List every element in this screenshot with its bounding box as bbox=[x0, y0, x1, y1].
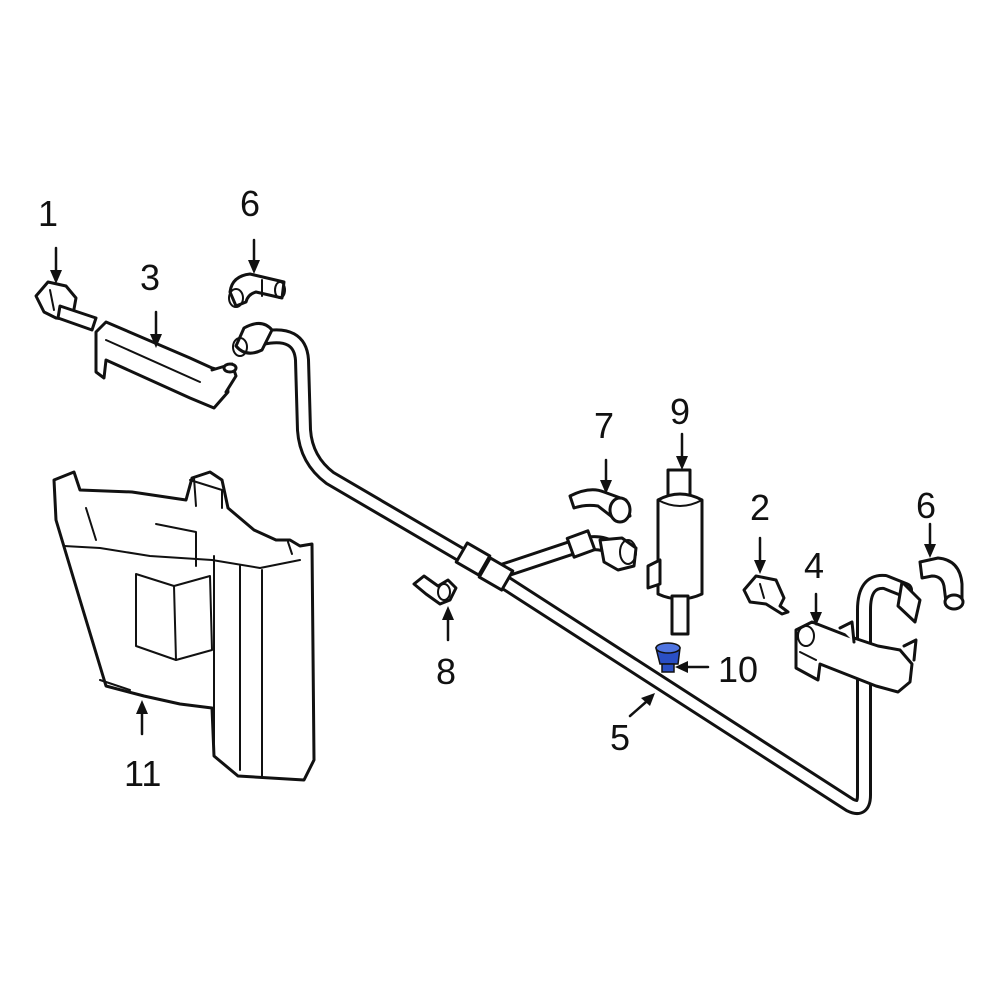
callout-8: 8 bbox=[436, 651, 457, 692]
part-6-elbow-left bbox=[228, 272, 286, 308]
callout-11: 11 bbox=[124, 753, 162, 794]
callout-4: 4 bbox=[804, 545, 825, 586]
callout-1: 1 bbox=[38, 193, 59, 234]
part-10-grommet bbox=[655, 642, 681, 673]
part-5-hose-line bbox=[232, 322, 922, 815]
callout-6-left: 6 bbox=[240, 183, 261, 224]
pump-hose-connector bbox=[598, 536, 638, 572]
callout-2: 2 bbox=[750, 487, 771, 528]
callout-3: 3 bbox=[140, 257, 161, 298]
callout-7: 7 bbox=[594, 405, 615, 446]
part-4-nozzle-right bbox=[794, 620, 918, 694]
part-9-pump bbox=[646, 468, 704, 636]
part-7-elbow bbox=[568, 488, 632, 524]
part-3-nozzle-left bbox=[94, 320, 238, 410]
callout-9: 9 bbox=[670, 391, 691, 432]
callout-10: 10 bbox=[718, 649, 759, 690]
part-8-connector bbox=[412, 574, 458, 606]
part-2-clip-right bbox=[742, 574, 790, 616]
callout-5: 5 bbox=[610, 717, 631, 758]
part-6-elbow-right bbox=[918, 556, 965, 611]
part-11-reservoir bbox=[52, 470, 316, 782]
callout-6-right: 6 bbox=[916, 485, 937, 526]
leader-arrows bbox=[50, 238, 936, 736]
part-1-clip-left bbox=[34, 280, 98, 332]
